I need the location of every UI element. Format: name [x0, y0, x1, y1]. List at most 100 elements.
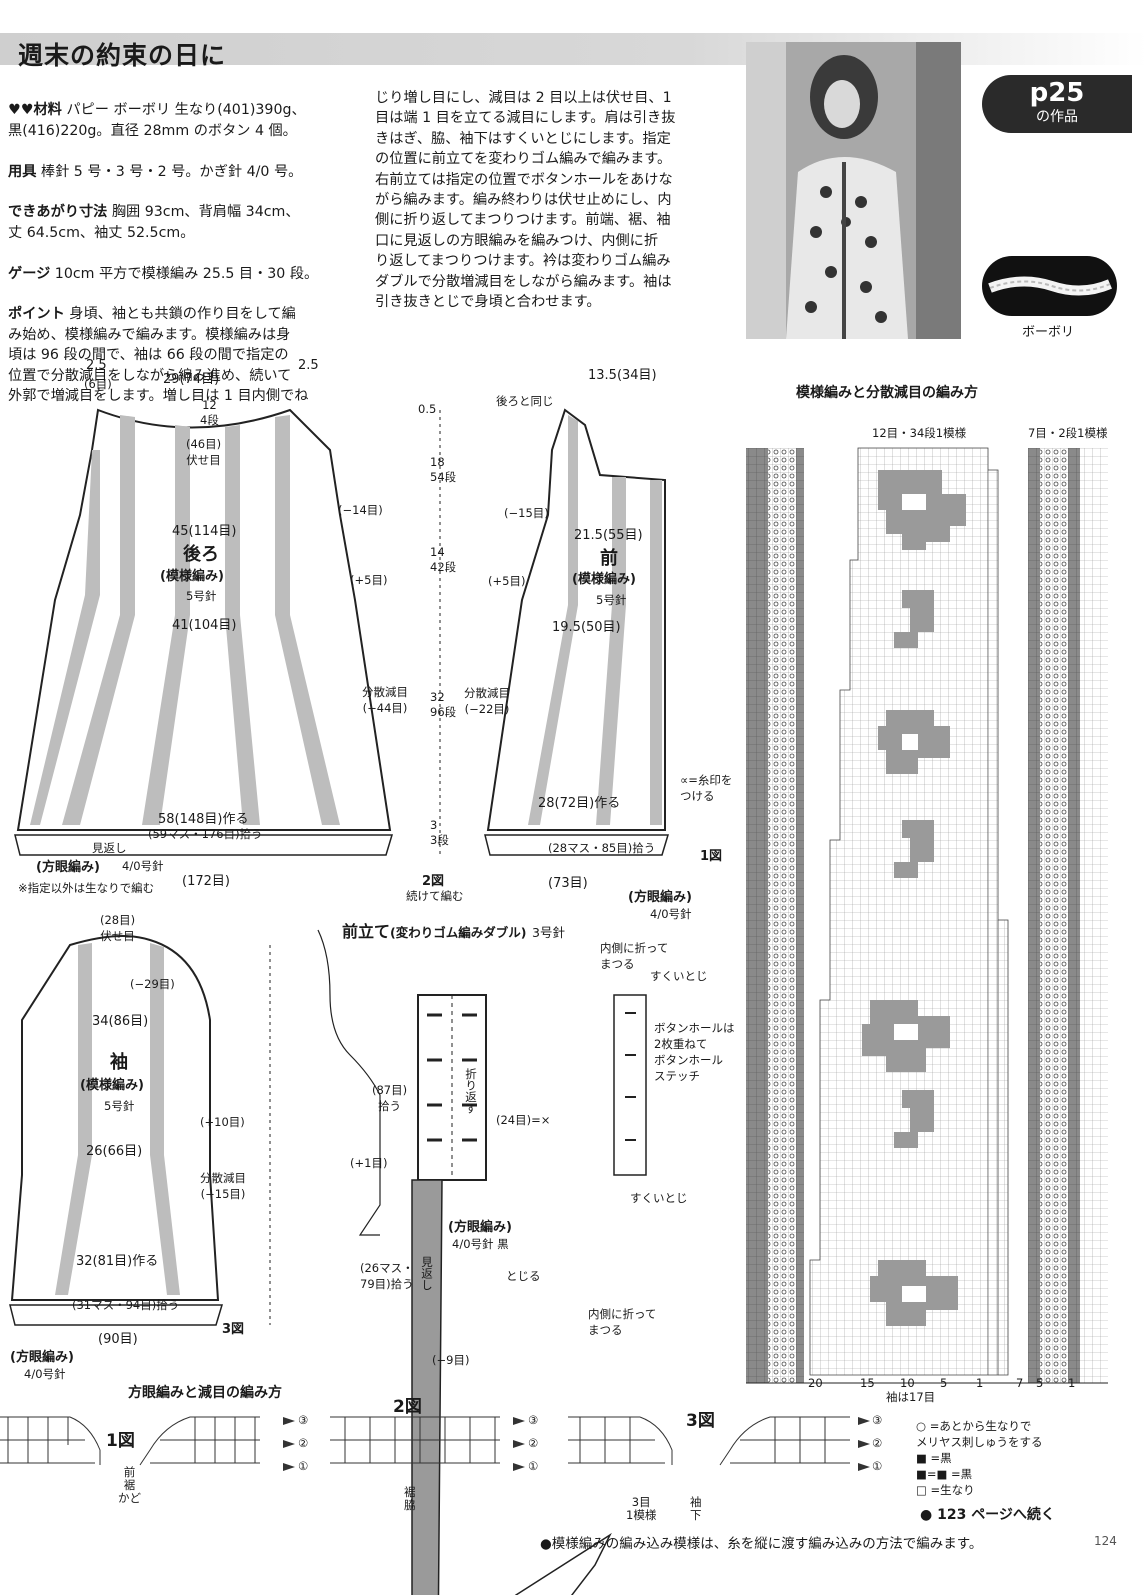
back-neck-bind: (46目) 伏せ目: [186, 437, 222, 467]
tools-text: 棒針 5 号・3 号・2 号。かぎ針 4/0 号。: [40, 163, 303, 180]
row-marker-1a: ①: [298, 1459, 309, 1473]
lbl-sleeve-under: 袖 下: [690, 1495, 702, 1522]
band-inside: 内側に折って まつる: [600, 941, 669, 971]
tick-0: 20: [808, 1376, 823, 1390]
back-name: 後ろ: [183, 544, 219, 565]
band-hook: 4/0号針 黒: [452, 1237, 509, 1251]
footer-note: ●模様編みの編み込み模様は、糸を縦に渡す編み込みの方法で編みます。: [540, 1536, 983, 1552]
schematics: [9, 408, 670, 1595]
continue-note: ● 123 ページへ続く: [920, 1507, 1055, 1523]
front-distributed: 分散減目 (−22目): [464, 686, 510, 716]
back-net: (方眼編み): [36, 860, 100, 875]
band-buttonhole: ボタンホールは 2枚重ねて ボタンホール ステッチ: [654, 1021, 735, 1083]
back-needle: 5号針: [186, 589, 217, 603]
row-marker-1c: ①: [872, 1459, 883, 1473]
lbl-hem-side: 裾 脇: [404, 1485, 416, 1512]
center-dim-3: 32 96段: [430, 690, 457, 719]
gauge-label: ゲージ: [8, 265, 51, 282]
sleeve-dec29: (−29目): [130, 977, 175, 991]
band-scoop-1: すくいとじ: [650, 969, 708, 983]
sleeve-name: 袖: [110, 1052, 128, 1073]
point-text-2: じり増し目にし、減目は 2 目以上は伏せ目、1 目は端 1 目を立てる減目にしま…: [375, 90, 676, 311]
sleeve-needle: 5号針: [104, 1099, 135, 1113]
yarn-label: ボーボリ: [1022, 325, 1075, 340]
tick-4: 1: [976, 1376, 984, 1390]
band-inside-2: 内側に折って まつる: [588, 1307, 657, 1337]
chart-right-label: 7目・2段1模様: [1028, 426, 1108, 440]
row-marker-2c: ②: [872, 1436, 883, 1450]
row-marker-3c: ③: [872, 1413, 883, 1427]
materials-label: ♥♥材料: [8, 102, 62, 119]
front-waist: 19.5(50目): [552, 620, 621, 635]
lbl-one-repeat: 3目 1模様: [626, 1495, 657, 1522]
row-marker-3a: ③: [298, 1413, 309, 1427]
center-dim-0: 0.5: [418, 402, 437, 416]
back-bottom: (172目): [182, 874, 230, 889]
back-waist: 41(104目): [172, 618, 237, 633]
badge-page: p25: [1029, 78, 1085, 108]
sleeve-schematic: [9, 935, 271, 1326]
button-band: [317, 929, 647, 1595]
center-dim-4: 3 3段: [430, 818, 449, 847]
legend-item-1: ■ =黒: [916, 1451, 952, 1465]
tick-3: 5: [940, 1376, 948, 1390]
back-neck-rows: 12 4段: [200, 398, 219, 427]
bottom-fig3: 3図: [686, 1411, 715, 1431]
front-same-as-back: 後ろと同じ: [496, 394, 554, 408]
point-label: ポイント: [8, 306, 65, 323]
sleeve-lower: 26(66目): [86, 1144, 143, 1159]
back-distributed: 分散減目 (−44目): [362, 685, 408, 715]
front-fig: 1図: [700, 849, 723, 864]
band-eq: (24目)=×: [496, 1113, 551, 1127]
back-schematic: [14, 408, 394, 856]
gauge-text: 10cm 平方で模様編み 25.5 目・30 段。: [54, 265, 319, 282]
net-stitch-charts: [0, 1416, 870, 1471]
front-hook: 4/0号針: [650, 907, 692, 921]
sleeve-distributed: 分散減目 (−15目): [200, 1171, 246, 1201]
back-note: ※指定以外は生なりで編む: [18, 881, 155, 895]
page-badge: p25 の作品: [982, 75, 1132, 133]
band-inc1: (+1目): [350, 1156, 388, 1170]
front-pattern: (模様編み): [572, 572, 636, 587]
row-marker-2b: ②: [528, 1436, 539, 1450]
chart-sleeve-note: 袖は17目: [886, 1390, 936, 1404]
row-marker-2a: ②: [298, 1436, 309, 1450]
tick-1: 15: [860, 1376, 875, 1390]
center-dim-2: 14 42段: [430, 545, 457, 574]
front-top: 13.5(34目): [588, 368, 657, 383]
sleeve-net: (方眼編み): [10, 1350, 74, 1365]
front-dec15: (−15目): [504, 506, 549, 520]
sleeve-pattern: (模様編み): [80, 1078, 144, 1093]
band-pick: (87目) 拾う: [372, 1083, 408, 1113]
front-name: 前: [600, 548, 618, 569]
band-facing: 見返し: [420, 1256, 434, 1291]
back-top-width: 29(74目): [163, 372, 220, 387]
center-note: 続けて編む: [406, 889, 464, 903]
legend-item-3: □ =生なり: [916, 1483, 975, 1497]
bottom-title: 方眼編みと減目の編み方: [128, 1385, 282, 1401]
tick-7: 1: [1068, 1376, 1076, 1390]
front-needle: 5号針: [596, 593, 627, 607]
band-dec9: (−9目): [432, 1353, 470, 1367]
back-hook: 4/0号針: [122, 859, 164, 873]
front-chest: 21.5(55目): [574, 528, 643, 543]
chart-title: 模様編みと分散減目の編み方: [796, 385, 978, 401]
band-title-main: 前立て: [342, 922, 391, 941]
sleeve-hook: 4/0号針: [24, 1367, 66, 1381]
center-dim-1: 18 54段: [430, 455, 457, 484]
pattern-chart: [746, 447, 1108, 1384]
band-title-sub: (変わりゴム編みダブル): [390, 925, 527, 940]
front-bottom: (73目): [548, 876, 588, 891]
sleeve-bottom: (90目): [98, 1332, 138, 1347]
instructions-col-1: ♥♥材料 パピー ボーボリ 生なり(401)390g、 黒(416)220g。直…: [8, 80, 353, 427]
legend-item-0: ○ =あとから生なりで メリヤス刺しゅうをする: [916, 1419, 1043, 1449]
point-text-1: 身頃、袖とも共鎖の作り目をして編 み始め、模様編みで編みます。模様編みは身 頃は…: [8, 306, 309, 405]
yarn-sample: [982, 256, 1117, 316]
row-marker-3b: ③: [528, 1413, 539, 1427]
sleeve-inc10: (+10目): [200, 1115, 245, 1129]
back-dec14: (−14目): [338, 503, 383, 517]
band-close: とじる: [506, 1269, 541, 1283]
chart-ticks: 20 15 10 5 1 7 5 1: [740, 1376, 1140, 1396]
tick-5: 7: [1016, 1376, 1024, 1390]
front-inc5: (+5目): [488, 574, 526, 588]
